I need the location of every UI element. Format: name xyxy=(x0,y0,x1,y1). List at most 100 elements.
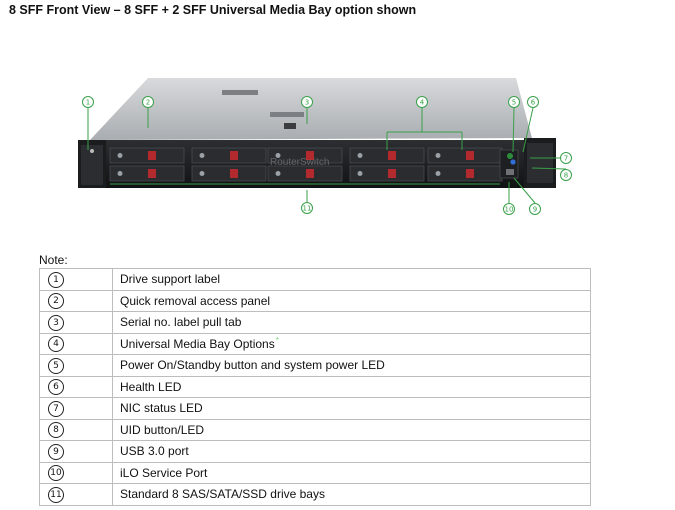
drive-release-latch xyxy=(148,169,156,178)
legend-description: UID button/LED xyxy=(112,418,591,441)
callout-circle xyxy=(529,203,541,215)
note-label: Note: xyxy=(39,253,68,267)
drive-bay xyxy=(349,165,425,182)
callout-circle xyxy=(503,203,515,215)
callout-line xyxy=(513,177,536,204)
drive-bay xyxy=(267,165,343,182)
legend-number: 2 xyxy=(39,289,113,312)
drive-led xyxy=(117,171,123,176)
legend-number: 5 xyxy=(39,354,113,377)
drive-led xyxy=(199,153,205,158)
legend-number: 4 xyxy=(39,332,113,355)
legend-description: Serial no. label pull tab xyxy=(112,311,591,334)
legend-description: Standard 8 SAS/SATA/SSD drive bays xyxy=(112,483,591,506)
drive-led xyxy=(275,153,281,158)
drive-bay xyxy=(267,147,343,164)
legend-text: USB 3.0 port xyxy=(120,444,189,459)
legend-description: Power On/Standby button and system power… xyxy=(112,354,591,377)
legend-row: 10 iLO Service Port xyxy=(39,461,591,484)
left-ear xyxy=(78,140,106,188)
callout-circle xyxy=(82,96,94,108)
callout: 1 xyxy=(82,96,94,150)
legend-text: NIC status LED xyxy=(120,401,203,416)
callout-circle xyxy=(508,96,520,108)
drive-release-latch xyxy=(466,151,474,160)
legend-number-circle: 3 xyxy=(48,314,64,331)
top-vent xyxy=(222,90,304,117)
legend-description: NIC status LED xyxy=(112,397,591,420)
legend-number-circle: 11 xyxy=(48,486,64,503)
uid-button xyxy=(510,159,516,165)
legend-text: Serial no. label pull tab xyxy=(120,315,242,330)
callout: 6 xyxy=(522,96,539,153)
callout: 9 xyxy=(513,177,541,215)
legend-text: Quick removal access panel xyxy=(120,293,271,308)
legend-number-circle: 5 xyxy=(48,357,64,374)
callout-number: 9 xyxy=(533,206,537,214)
drive-release-latch xyxy=(388,151,396,160)
legend-text: Drive support label xyxy=(120,272,221,287)
legend-text: UID button/LED xyxy=(120,422,205,437)
legend-number: 1 xyxy=(39,268,113,291)
chassis-top xyxy=(90,78,532,140)
legend-number: 3 xyxy=(39,311,113,334)
document-title: 8 SFF Front View – 8 SFF + 2 SFF Univers… xyxy=(9,3,417,17)
right-ear xyxy=(524,138,556,188)
legend-row: 11 Standard 8 SAS/SATA/SSD drive bays xyxy=(39,483,591,506)
callout-circle xyxy=(301,96,313,108)
callout-number: 7 xyxy=(564,155,568,163)
drive-bay xyxy=(109,165,185,182)
legend-text: Standard 8 SAS/SATA/SSD drive bays xyxy=(120,487,325,502)
legend-description: Quick removal access panel xyxy=(112,289,591,312)
callout-number: 5 xyxy=(512,99,516,107)
legend-text: iLO Service Port xyxy=(120,465,208,480)
callout: 11 xyxy=(301,190,313,214)
callout: 7 xyxy=(530,152,572,164)
legend-number: 8 xyxy=(39,418,113,441)
callout-line xyxy=(522,107,534,153)
legend-number-circle: 1 xyxy=(48,271,64,288)
callout-circle xyxy=(560,169,572,181)
legend-row: 7 NIC status LED xyxy=(39,397,591,420)
drive-release-latch xyxy=(230,151,238,160)
legend-number-circle: 2 xyxy=(48,293,64,310)
callout: 10 xyxy=(503,182,515,215)
legend-description: Drive support label xyxy=(112,268,591,291)
legend-number-circle: 10 xyxy=(48,465,64,482)
callout-circle xyxy=(142,96,154,108)
legend-number-circle: 9 xyxy=(48,443,64,460)
power-button xyxy=(507,153,513,159)
callout-number: 8 xyxy=(564,172,568,180)
drive-release-latch xyxy=(230,169,238,178)
drive-led xyxy=(435,153,441,158)
legend-text: Health LED xyxy=(120,379,182,394)
callout-circle xyxy=(527,96,539,108)
drive-release-latch xyxy=(466,169,474,178)
callout-number: 4 xyxy=(420,99,425,107)
drive-release-latch xyxy=(306,151,314,160)
legend-number: 6 xyxy=(39,375,113,398)
legend-number-circle: 4 xyxy=(48,336,64,353)
drive-bay xyxy=(191,165,267,182)
callout-line xyxy=(531,167,567,170)
legend-description: Health LED xyxy=(112,375,591,398)
callout: 3 xyxy=(301,96,313,124)
callout-circle xyxy=(560,152,572,164)
drive-led xyxy=(275,171,281,176)
legend-number: 11 xyxy=(39,483,113,506)
legend-row: 2 Quick removal access panel xyxy=(39,289,591,312)
legend-description: USB 3.0 port xyxy=(112,440,591,463)
callout-line xyxy=(512,107,515,153)
legend-row: 3 Serial no. label pull tab xyxy=(39,311,591,334)
callout: 2 xyxy=(142,96,154,128)
drive-release-latch xyxy=(148,151,156,160)
callout-circle xyxy=(416,96,428,108)
legend-text: Universal Media Bay Options xyxy=(120,337,275,352)
drive-bays xyxy=(109,147,503,182)
legend-number-circle: 7 xyxy=(48,400,64,417)
callout-number: 10 xyxy=(505,206,514,214)
callout-number: 11 xyxy=(303,205,312,213)
callout: 4 xyxy=(416,96,428,132)
